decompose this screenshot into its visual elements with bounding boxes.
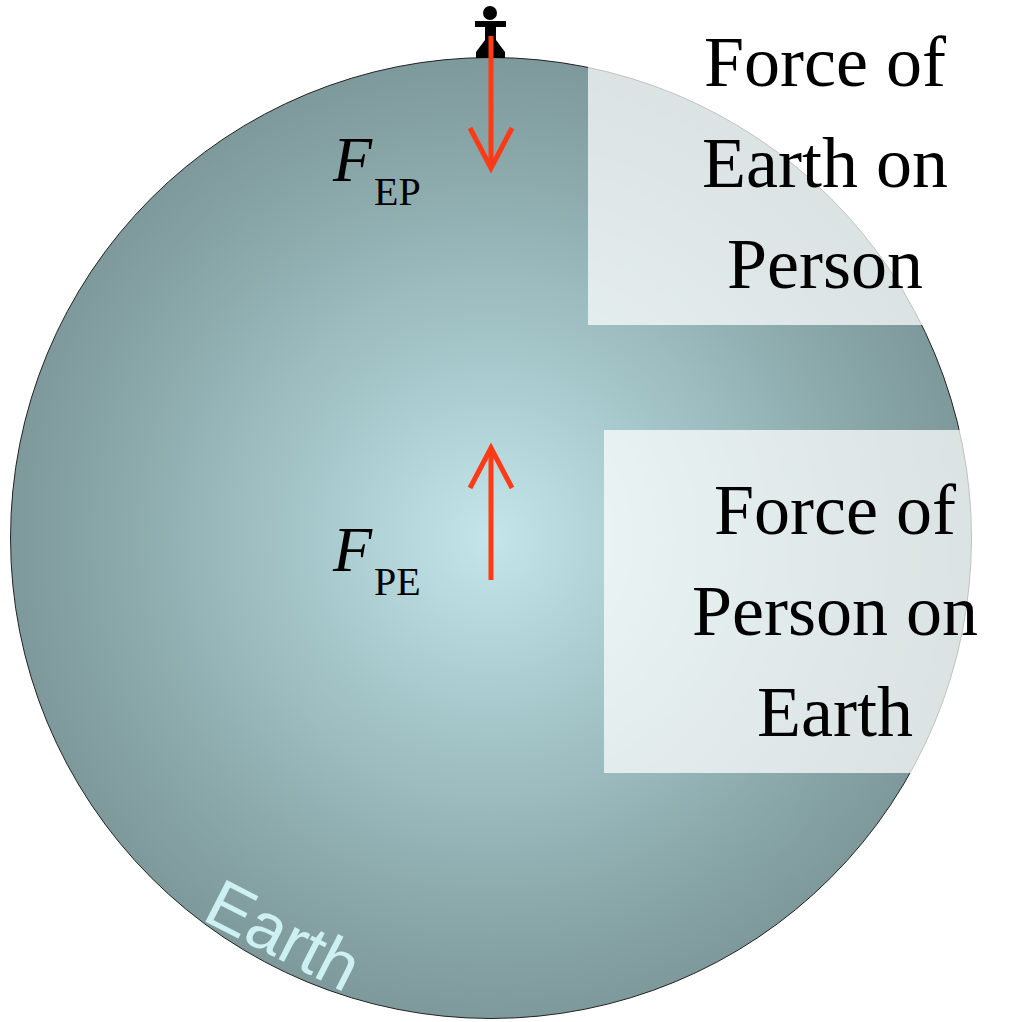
- person-head: [483, 6, 497, 20]
- force-subscript: PE: [374, 562, 421, 602]
- force-description: Force of Person on Earth: [655, 460, 1011, 763]
- arrow-head: [470, 448, 512, 488]
- force-symbol: F: [333, 518, 372, 582]
- label-panel: Force of Earth on Person: [588, 0, 1011, 325]
- force-arrow: [489, 449, 494, 580]
- arrow-head: [470, 128, 512, 168]
- label-panel: Force of Person on Earth: [604, 430, 1011, 773]
- planet-name: Earth: [194, 863, 374, 1006]
- force-symbol: F: [333, 128, 372, 192]
- force-arrow: [489, 36, 494, 166]
- force-subscript: EP: [374, 172, 421, 212]
- force-description: Force of Earth on Person: [645, 12, 1005, 315]
